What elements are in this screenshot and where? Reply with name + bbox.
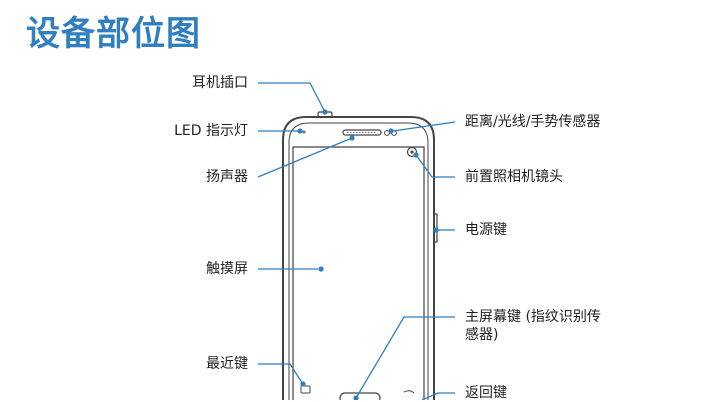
phone-outer-body: [282, 116, 435, 400]
dot-touchscreen: [318, 266, 324, 272]
back-key-icon: [403, 390, 415, 394]
phone-inner-bezel: [288, 122, 429, 400]
dot-home-key: [353, 395, 359, 400]
callout-lines: [257, 82, 456, 400]
label-front-camera: 前置照相机镜头: [465, 169, 563, 185]
dot-front-camera: [413, 152, 419, 158]
phone-screen: [292, 146, 425, 400]
label-back-key: 返回键: [465, 385, 507, 401]
led-dot: [302, 130, 306, 134]
callout-home-key: [355, 316, 455, 399]
label-speaker: 扬声器: [206, 169, 248, 185]
callout-front-camera: [415, 154, 455, 178]
label-touchscreen: 触摸屏: [206, 261, 248, 277]
callout-proximity-sensor: [392, 121, 456, 132]
label-home-key: 主屏幕键 (指纹识别传感器): [465, 309, 601, 343]
earpiece-speaker-grille: [342, 129, 382, 136]
callout-speaker: [257, 137, 353, 178]
dot-led-indicator: [297, 128, 303, 134]
front-camera-lens: [406, 146, 418, 158]
label-proximity-sensor: 距离/光线/手势传感器: [465, 114, 601, 130]
callout-earphone-jack: [258, 82, 326, 113]
dot-power-key: [433, 227, 439, 233]
page-title: 设备部位图: [26, 14, 201, 54]
label-led-indicator: LED 指示灯: [174, 123, 248, 139]
dot-speaker: [349, 135, 355, 141]
label-recent-key: 最近键: [206, 356, 248, 372]
label-earphone-jack: 耳机插口: [192, 75, 248, 91]
callout-recent-key: [258, 363, 304, 385]
callout-back-key: [421, 392, 455, 400]
dot-proximity-sensor: [388, 128, 394, 134]
front-camera-pupil: [410, 150, 414, 154]
dot-recent-key: [300, 381, 306, 387]
callout-dots: [297, 109, 439, 400]
recent-key-icon: [300, 385, 311, 394]
home-key-button: [339, 392, 381, 400]
label-power-key: 电源键: [465, 222, 507, 238]
dot-earphone-jack: [322, 109, 328, 115]
